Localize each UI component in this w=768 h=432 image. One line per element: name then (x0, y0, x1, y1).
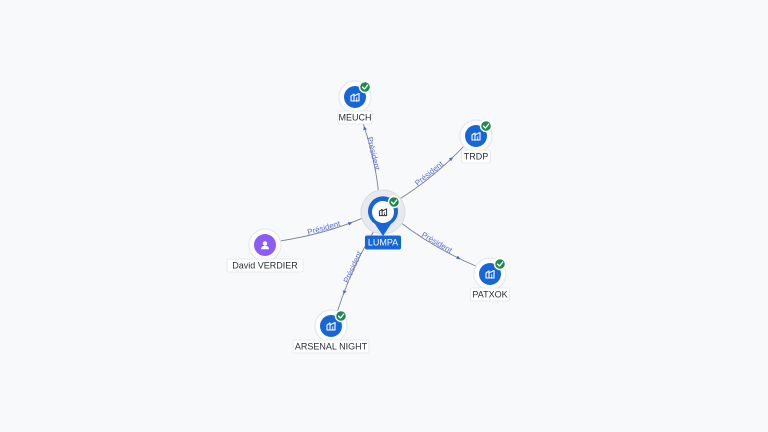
node-label: David VERDIER (232, 261, 298, 271)
node-circle (479, 263, 501, 285)
building-icon (471, 131, 481, 141)
edge-line (396, 144, 466, 201)
node-label-box (469, 287, 511, 302)
node-circle (465, 125, 487, 147)
edge-lumpa-patxok: Président (398, 220, 479, 268)
node-david-verdier[interactable]: David VERDIER (226, 228, 304, 273)
node-meuch[interactable]: MEUCH (337, 80, 373, 125)
node-patxok[interactable]: PATXOK (469, 257, 511, 302)
node-label-box (292, 339, 370, 354)
center-label-box (364, 235, 402, 250)
edge-label: Président (306, 219, 342, 237)
edge-david-verdier-lumpa: Président (278, 216, 366, 242)
node-trdp[interactable]: TRDP (459, 119, 493, 164)
arrow-icon (456, 255, 461, 260)
arrow-icon (448, 157, 454, 162)
center-inner (372, 201, 394, 223)
node-label: PATXOK (472, 290, 507, 300)
building-icon (378, 208, 388, 217)
edge-label: Président (413, 159, 445, 188)
check-badge-icon (387, 195, 401, 209)
edge-label: Président (365, 136, 382, 172)
edge-lumpa-trdp: Président (396, 144, 466, 201)
arrow-icon (343, 290, 347, 295)
node-label-box (461, 149, 491, 164)
node-lumpa-center[interactable]: LUMPA (360, 189, 406, 250)
node-arsenal-night[interactable]: ARSENAL NIGHT (292, 309, 370, 354)
nodes-layer: MEUCH TRDP PATXOK ARSENAL NIGHT David VERDIE… (226, 80, 511, 354)
node-circle (320, 315, 342, 337)
node-label: ARSENAL NIGHT (295, 342, 368, 352)
edge-label: Président (342, 249, 365, 284)
arrow-icon (363, 125, 367, 131)
edge-label: Président (420, 230, 454, 255)
check-badge-icon (493, 257, 507, 271)
node-label: MEUCH (339, 113, 372, 123)
edge-line (398, 220, 479, 268)
check-badge-icon (479, 119, 493, 133)
edge-line (278, 216, 366, 242)
arrow-icon (348, 221, 353, 226)
building-icon (326, 321, 336, 331)
check-badge-icon (334, 309, 348, 323)
building-icon (485, 269, 495, 279)
node-label: TRDP (464, 152, 489, 162)
node-label-box (226, 258, 304, 273)
user-icon (261, 241, 269, 250)
building-icon (350, 92, 360, 102)
node-label-box (337, 110, 373, 125)
center-label: LUMPA (368, 238, 398, 248)
node-circle (344, 86, 366, 108)
check-badge-icon (358, 80, 372, 94)
